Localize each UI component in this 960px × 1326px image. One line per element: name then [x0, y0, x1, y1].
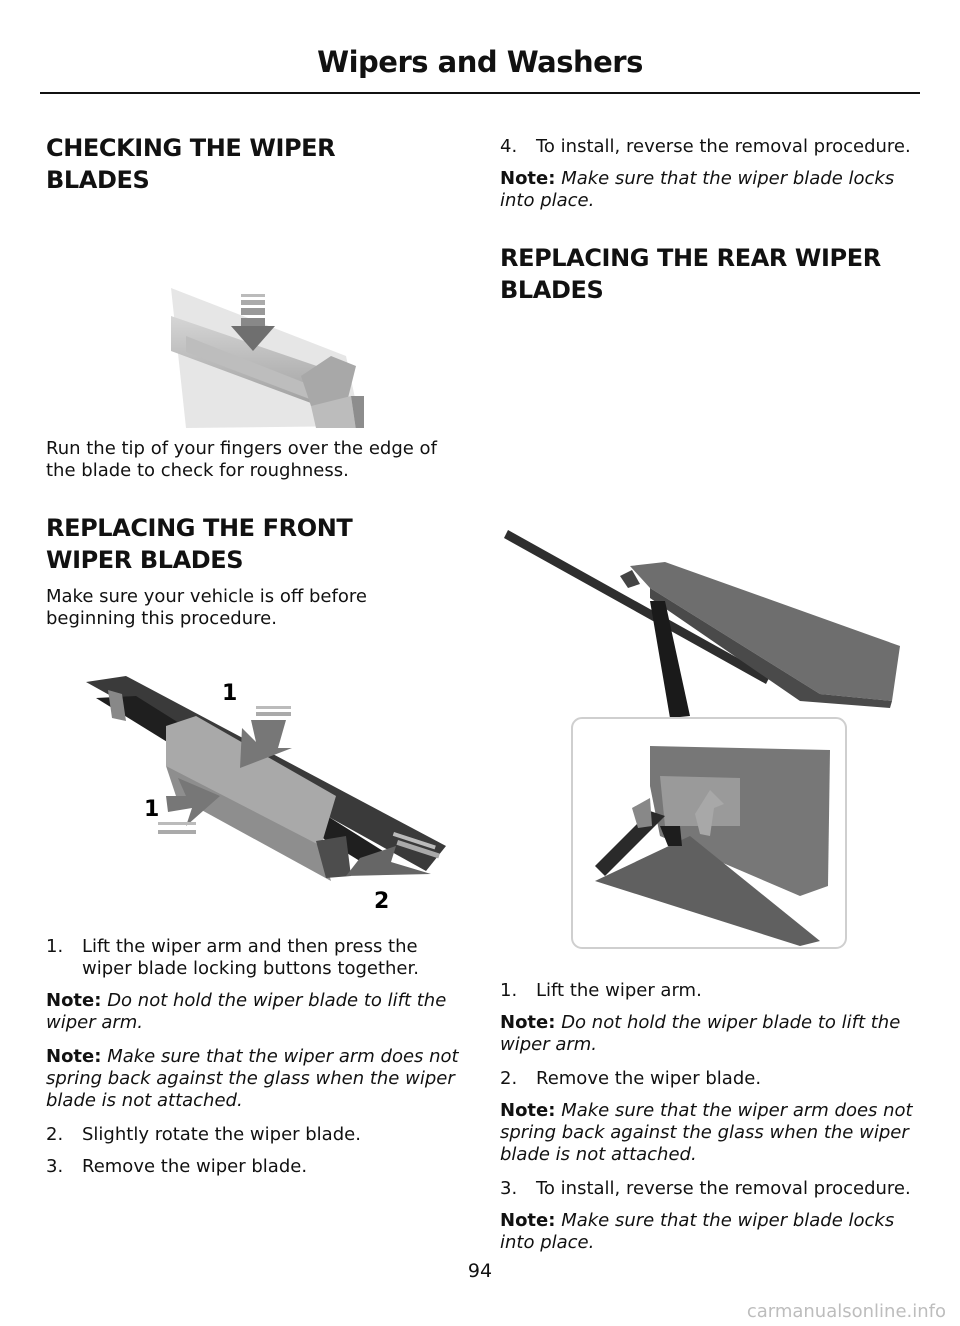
front-note-3: Note: Make sure that the wiper blade loc… — [500, 168, 895, 211]
rear-note-2: Note: Make sure that the wiper arm does … — [500, 1100, 913, 1165]
front-note-2: Note: Make sure that the wiper arm does … — [46, 1046, 459, 1111]
callout-2: 2 — [374, 889, 389, 914]
front-step-2: 2. Slightly rotate the wiper blade. — [46, 1124, 361, 1145]
rear-step-2: 2. Remove the wiper blade. — [500, 1068, 762, 1089]
front-step-1: 1. Lift the wiper arm and then press the… — [46, 936, 419, 979]
rear-step-1: 1. Lift the wiper arm. — [500, 980, 702, 1001]
page-title: Wipers and Washers — [317, 45, 643, 79]
front-heading: REPLACING THE FRONT WIPER BLADES — [46, 514, 353, 574]
checking-text: Run the tip of your fingers over the edg… — [46, 438, 437, 481]
rear-note-1: Note: Do not hold the wiper blade to lif… — [500, 1012, 901, 1055]
rear-step-3: 3. To install, reverse the removal proce… — [500, 1178, 911, 1199]
front-wiper-illustration: 1 1 2 — [86, 676, 446, 914]
callout-1-top: 1 — [222, 681, 237, 706]
front-intro: Make sure your vehicle is off before beg… — [46, 586, 367, 629]
page-number: 94 — [467, 1260, 493, 1282]
rear-note-3: Note: Make sure that the wiper blade loc… — [500, 1210, 895, 1253]
callout-1-left: 1 — [144, 797, 159, 822]
page-header: Wipers and Washers — [40, 40, 920, 94]
front-step-4: 4. To install, reverse the removal proce… — [500, 136, 911, 157]
front-note-1: Note: Do not hold the wiper blade to lif… — [46, 990, 447, 1033]
checking-heading: CHECKING THE WIPER BLADES — [46, 134, 336, 194]
rear-heading: REPLACING THE REAR WIPER BLADES — [500, 244, 881, 304]
blade-check-illustration — [171, 288, 364, 428]
rear-wiper-detail-illustration — [571, 717, 847, 949]
rear-wiper-illustration — [504, 530, 900, 746]
right-column: 4. To install, reverse the removal proce… — [500, 132, 916, 1266]
watermark: carmanualsonline.info — [746, 1301, 946, 1322]
front-step-3: 3. Remove the wiper blade. — [46, 1156, 308, 1177]
left-column: CHECKING THE WIPER BLADES Run the tip of… — [46, 132, 462, 1188]
